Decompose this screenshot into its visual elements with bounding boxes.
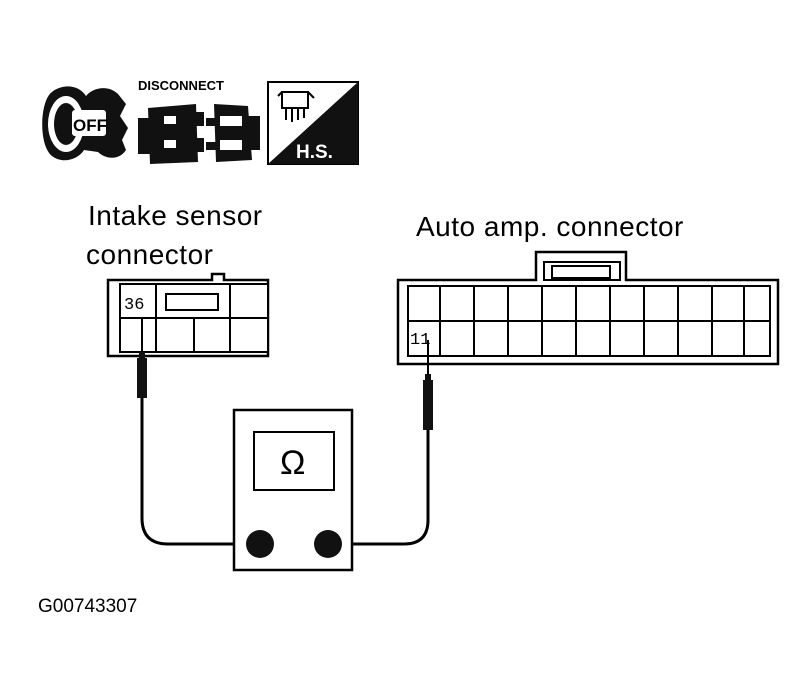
ohmmeter-terminal-left [246, 530, 274, 558]
auto-amp-connector: 11 [396, 250, 780, 366]
intake-sensor-label-line1: Intake sensor [88, 200, 263, 231]
intake-sensor-connector: 36 [106, 272, 270, 358]
right-test-lead [330, 340, 433, 546]
hs-label: H.S. [296, 142, 333, 163]
ohmmeter-terminal-right [314, 530, 342, 558]
hs-icon: H.S. [267, 81, 359, 165]
key-off-label: OFF [73, 116, 107, 135]
auto-amp-latch [551, 265, 611, 279]
disconnect-label: DISCONNECT [138, 78, 224, 93]
ohmmeter: Ω [232, 408, 354, 572]
figure-code: G00743307 [38, 596, 137, 617]
disconnect-icon: DISCONNECT [138, 78, 260, 164]
intake-sensor-label-line2: connector [86, 239, 213, 270]
intake-pin-36-label: 36 [124, 296, 144, 315]
ohm-symbol: Ω [280, 444, 305, 482]
intake-connector-grid [120, 284, 268, 352]
ohmmeter-display [253, 431, 335, 491]
left-test-lead [137, 318, 258, 546]
auto-amp-connector-label: Auto amp. connector [416, 211, 684, 242]
ignition-key-off-icon: OFF [42, 86, 128, 161]
intake-connector-latch [165, 293, 219, 311]
auto-amp-pin-11-label: 11 [410, 331, 430, 350]
auto-amp-connector-grid [408, 286, 770, 356]
harness-sensor-icon [277, 91, 315, 122]
